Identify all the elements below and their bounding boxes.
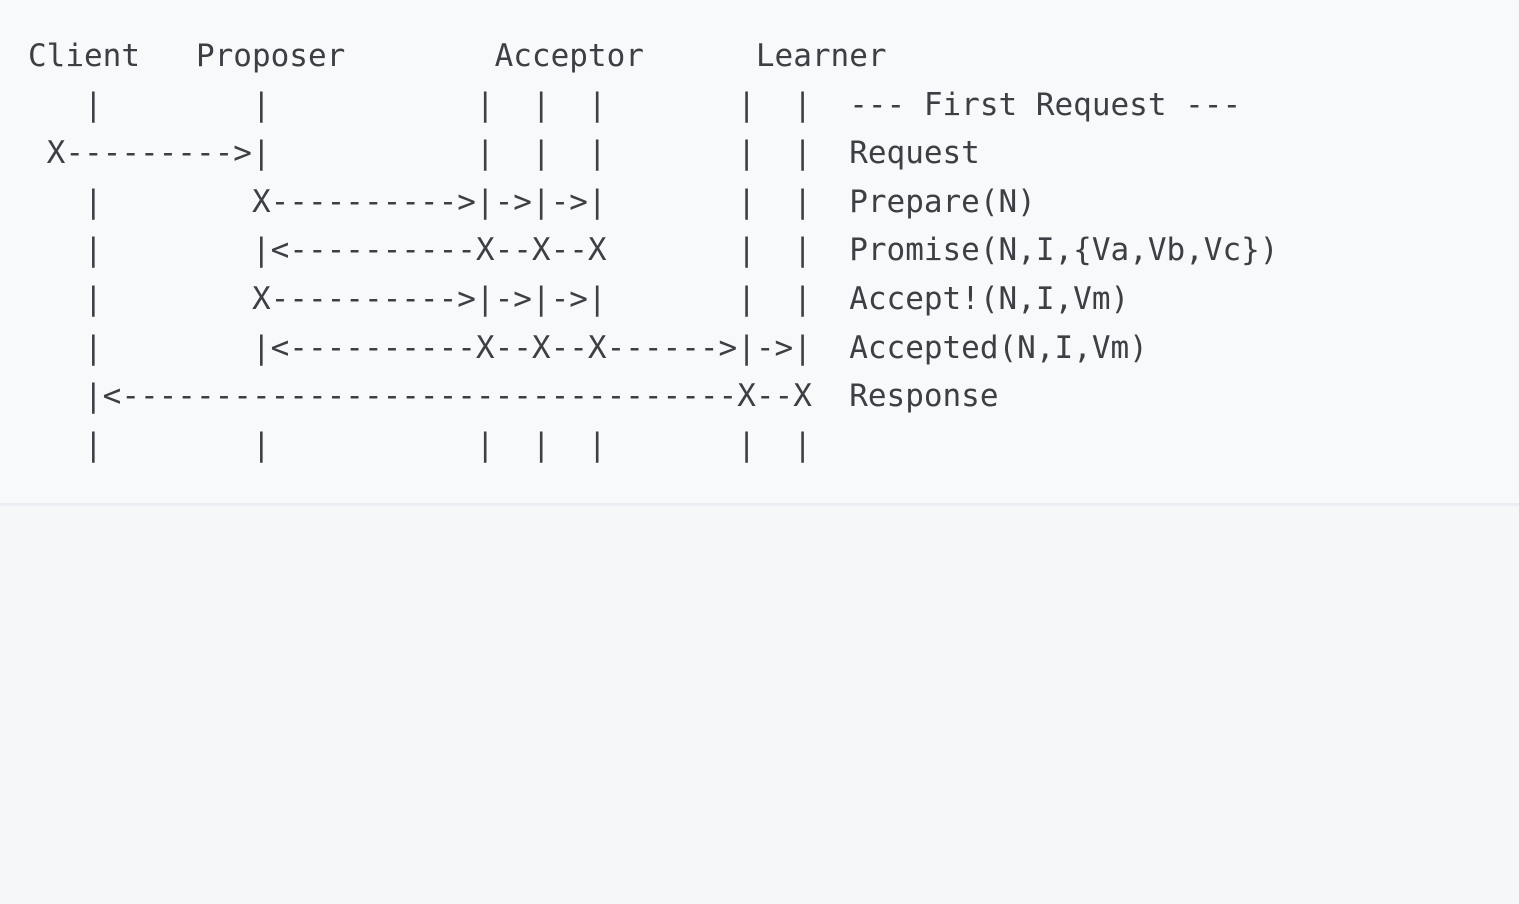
following-requests-block: Client Proposer Acceptor Learner | | | |… [0, 506, 1519, 904]
first-request-block: Client Proposer Acceptor Learner | | | |… [28, 38, 1279, 463]
block-divider [0, 503, 1519, 506]
first-request-ascii-diagram: Client Proposer Acceptor Learner | | | |… [28, 38, 1279, 463]
